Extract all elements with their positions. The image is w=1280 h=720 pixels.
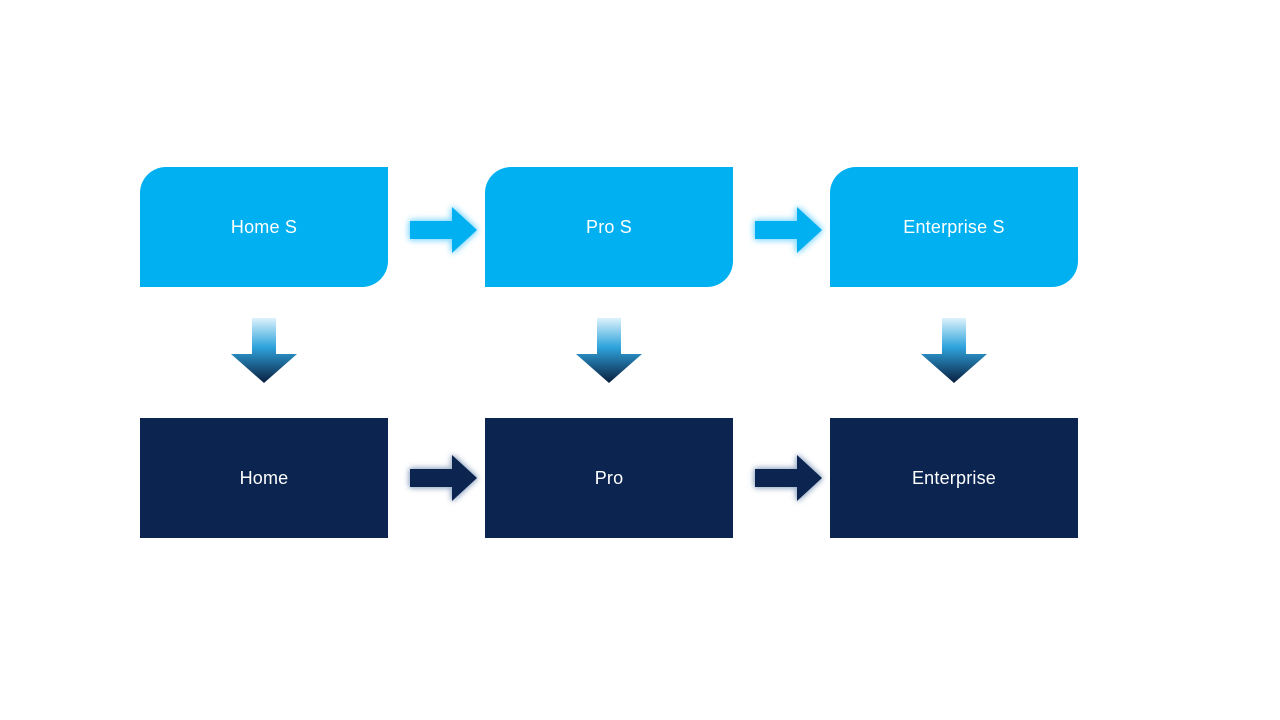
top-box-label: Home S [230, 216, 298, 237]
top-box-label: Pro S [585, 216, 633, 237]
bottom-box-home: Home [140, 418, 388, 538]
right-arrow-icon [755, 207, 822, 253]
top-box-pro-s: Pro S [485, 167, 733, 287]
top-box-enterprise-s: Enterprise S [830, 167, 1078, 287]
top-box-home-s: Home S [140, 167, 388, 287]
right-arrow-icon [755, 455, 822, 501]
right-arrow-icon [410, 207, 477, 253]
bottom-box-label: Home [239, 467, 289, 488]
down-arrow-icon [921, 318, 987, 383]
top-box-label: Enterprise S [903, 216, 1005, 237]
bottom-box-label: Enterprise [911, 467, 997, 488]
bottom-box-enterprise: Enterprise [830, 418, 1078, 538]
bottom-box-pro: Pro [485, 418, 733, 538]
bottom-box-label: Pro [594, 467, 624, 488]
down-arrow-icon [576, 318, 642, 383]
right-arrow-icon [410, 455, 477, 501]
down-arrow-icon [231, 318, 297, 383]
